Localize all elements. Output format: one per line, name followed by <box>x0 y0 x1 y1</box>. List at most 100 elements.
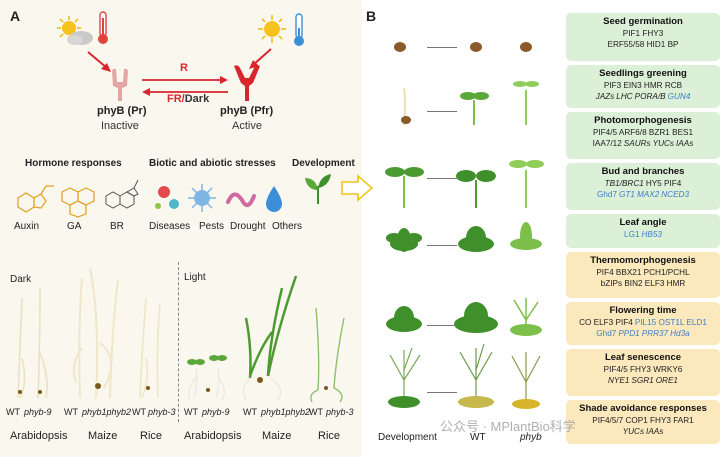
gene-name: PIL15 OST1L ELD1 <box>634 318 707 327</box>
gene-name: HY5 PIF4 <box>645 179 682 188</box>
genotype-light-6: phyb-3 <box>326 407 354 417</box>
dark-light-divider <box>178 262 179 422</box>
trait-card-genes: ERF55/58 HID1 BP <box>568 39 718 50</box>
thermometer-cool-icon <box>294 13 304 46</box>
light-conversion-arrows <box>142 76 228 96</box>
gene-name: ORE1 <box>655 376 678 385</box>
sun-cloud-icon <box>57 16 93 45</box>
gene-name: YUCs <box>622 427 645 436</box>
trait-card-title: Seed germination <box>603 16 683 27</box>
gene-name: PORA/B <box>634 92 666 101</box>
gene-name: NCED3 <box>661 190 690 199</box>
trait-card-title: Flowering time <box>609 305 677 316</box>
stage-connector-3 <box>427 178 457 179</box>
trait-card-genes: PIF1 FHY3 <box>568 28 718 39</box>
trait-card-genes: PIF4/5 ARF6/8 BZR1 BES1 <box>568 127 718 138</box>
hormone-responses-title: Hormone responses <box>25 158 122 169</box>
far-red-text: FR <box>167 93 182 105</box>
phyb-pfr-label: phyB (Pfr) <box>220 105 274 117</box>
gene-name: LHC <box>616 92 633 101</box>
gene-name: Hd3a <box>670 329 690 338</box>
label-wt: WT <box>470 432 486 443</box>
gene-name: JAZs <box>595 92 615 101</box>
species-dark-rice: Rice <box>140 430 163 442</box>
genotype-light-1: WT <box>184 407 198 417</box>
thermometer-hot-icon <box>98 11 108 44</box>
gene-name: Ghd7 <box>596 329 617 338</box>
genotype-light-3: WT <box>243 407 257 417</box>
gene-name: PIF4 BBX21 PCH1/PCHL <box>596 268 690 277</box>
trait-card-genes: PIF4 BBX21 PCH1/PCHL <box>568 267 718 278</box>
panel-arrow-icon <box>341 174 374 202</box>
panel-b-letter: B <box>366 8 377 24</box>
gene-name: PPD1 <box>618 329 640 338</box>
hormone-br: BR <box>110 221 124 232</box>
gene-name: YUCs <box>652 139 675 148</box>
trait-card-title: Thermomorphogenesis <box>590 255 696 266</box>
gene-name: IAA7/12 <box>592 139 622 148</box>
hormone-auxin: Auxin <box>14 221 40 232</box>
trait-card-genes: PIF4/5/7 COP1 FHY3 FAR1 <box>568 415 718 426</box>
gene-name: IAAs <box>646 427 664 436</box>
phyb-pfr-state: Active <box>232 120 262 132</box>
dark-condition-label: Dark <box>10 274 32 285</box>
dark-text: Dark <box>184 93 210 105</box>
gene-name: SAURs <box>623 139 651 148</box>
far-red-dark-label: FR/Dark <box>167 93 209 105</box>
phyb-pr-icon <box>112 68 128 101</box>
sprout-icon <box>305 174 331 204</box>
hormone-ga: GA <box>67 221 82 232</box>
red-light-label: R <box>180 62 188 74</box>
stresses-title: Biotic and abiotic stresses <box>149 158 276 169</box>
trait-card-genes: PIF4/5 FHY3 WRKY6 <box>568 364 718 375</box>
gene-name: SGR1 <box>631 376 654 385</box>
stress-drought: Drought <box>230 221 266 232</box>
stage-connector-1 <box>427 47 457 48</box>
label-phyb: phyb <box>520 432 542 443</box>
genotype-light-2: phyb-9 <box>202 407 230 417</box>
gene-name: CO ELF3 PIF4 <box>579 318 633 327</box>
stress-others: Others <box>272 221 303 232</box>
gene-name: ERF55/58 HID1 BP <box>607 40 679 49</box>
genotype-dark-5: WT <box>132 407 146 417</box>
phyb-pr-label: phyB (Pr) <box>97 105 147 117</box>
trait-card-title: Leaf angle <box>619 217 667 228</box>
stress-pests: Pests <box>199 221 225 232</box>
gene-name: PRR37 <box>641 329 669 338</box>
trait-card-title: Shade avoidance responses <box>579 403 707 414</box>
stage-connector-6 <box>427 392 457 393</box>
stage-connector-4 <box>427 245 457 246</box>
gene-name: TB1/BRC1 <box>604 179 644 188</box>
gene-name: GUN4 <box>667 92 691 101</box>
genotype-dark-4: phyb1phyb2 <box>82 407 132 417</box>
gene-name: PIF1 FHY3 <box>622 29 664 38</box>
label-development: Development <box>378 432 437 443</box>
species-dark-maize: Maize <box>88 430 118 442</box>
panel-a-letter: A <box>10 8 21 24</box>
stress-diseases: Diseases <box>149 221 191 232</box>
gene-name: bZIPs BIN2 ELF3 HMR <box>600 279 686 288</box>
species-light-maize: Maize <box>262 430 292 442</box>
gene-name: IAAs <box>676 139 694 148</box>
species-light-arabidopsis: Arabidopsis <box>184 430 242 442</box>
genotype-dark-1: WT <box>6 407 20 417</box>
gene-name: GT1 <box>619 190 635 199</box>
watermark: 公众号 · MPlantBio科学 <box>440 419 576 434</box>
gene-name: PIF4/5 ARF6/8 BZR1 BES1 <box>592 128 694 137</box>
species-light-rice: Rice <box>318 430 341 442</box>
